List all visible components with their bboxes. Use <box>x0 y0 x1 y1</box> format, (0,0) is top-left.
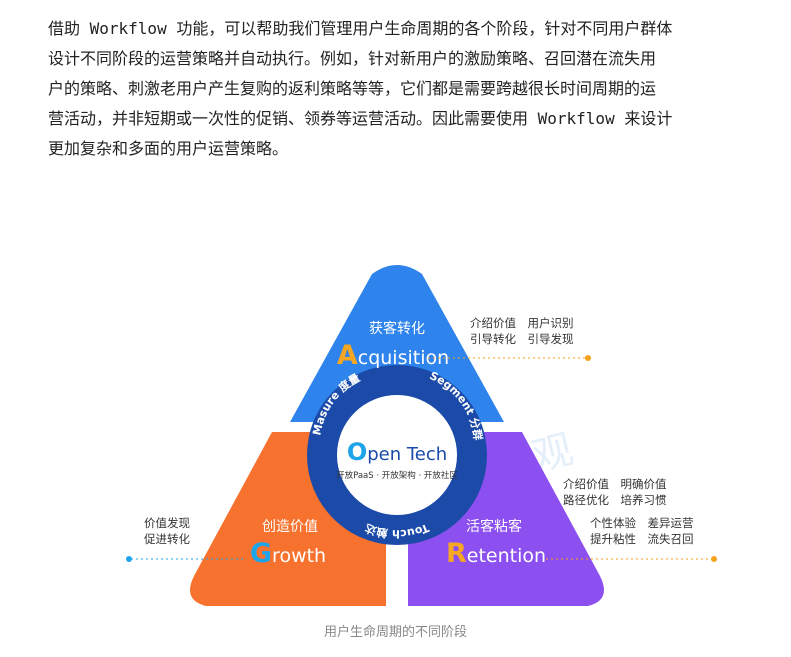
acquisition-note: 引导转化 引导发现 <box>470 332 574 346</box>
growth-title: Growth <box>250 538 326 569</box>
paragraph-line: 更加复杂和多面的用户运营策略。 <box>48 139 289 158</box>
paragraph-line: 借助 Workflow 功能，可以帮助我们管理用户生命周期的各个阶段，针对不同用… <box>48 19 673 38</box>
retention-note-top: 路径优化 培养习惯 <box>563 493 667 507</box>
acquisition-initial: A <box>337 340 358 371</box>
intro-paragraph: 借助 Workflow 功能，可以帮助我们管理用户生命周期的各个阶段，针对不同用… <box>48 14 748 164</box>
acquisition-cn-label: 获客转化 <box>369 320 425 337</box>
retention-note-bottom: 提升粘性 流失召回 <box>590 532 694 546</box>
brand-initial: O <box>347 438 367 466</box>
growth-word: rowth <box>272 545 326 567</box>
growth-note: 促进转化 <box>144 532 190 546</box>
retention-title: Retention <box>446 538 546 569</box>
growth-note: 价值发现 <box>144 516 190 530</box>
acquisition-connector-dot <box>585 355 591 361</box>
retention-cn-label: 活客粘客 <box>466 518 522 535</box>
growth-initial: G <box>250 538 272 569</box>
retention-connector-dot <box>711 556 717 562</box>
growth-cn-label: 创造价值 <box>262 519 318 535</box>
brand-name: pen Tech <box>367 444 447 465</box>
acquisition-word: cquisition <box>358 347 449 369</box>
brand-logo: Open Tech <box>347 438 447 466</box>
ring-label-bottom: Touch 触达 <box>363 521 431 541</box>
center-ring-inner <box>337 395 457 515</box>
paragraph-line: 户的策略、刺激老用户产生复购的返利策略等等，它们都是需要跨越很长时间周期的运 <box>48 79 657 98</box>
figure-caption: 用户生命周期的不同阶段 <box>323 624 467 639</box>
acquisition-note: 介绍价值 用户识别 <box>470 316 574 330</box>
paragraph-line: 设计不同阶段的运营策略并自动执行。例如，针对新用户的激励策略、召回潜在流失用 <box>48 49 657 68</box>
retention-note-top: 介绍价值 明确价值 <box>563 477 667 491</box>
retention-initial: R <box>446 538 467 569</box>
brand-tagline: 开放PaaS · 开放架构 · 开放社区 <box>336 470 458 481</box>
acquisition-title: Acquisition <box>337 340 449 371</box>
growth-connector-dot <box>126 556 132 562</box>
paragraph-line: 营活动，并非短期或一次性的促销、领券等运营活动。因此需要使用 Workflow … <box>48 109 673 128</box>
retention-word: etention <box>467 545 546 567</box>
retention-note-bottom: 个性体验 差异运营 <box>590 516 694 530</box>
